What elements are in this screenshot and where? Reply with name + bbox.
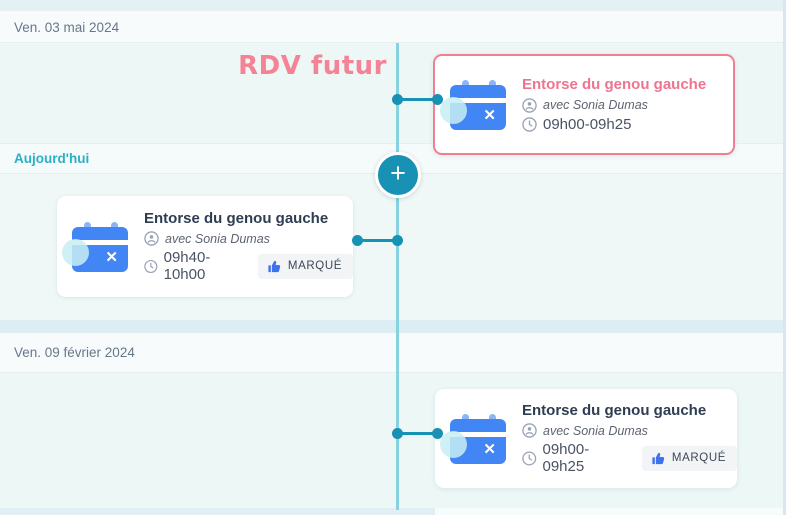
practitioner-text: avec Sonia Dumas (543, 98, 648, 113)
timeline-axis (396, 43, 399, 510)
doctor-icon (522, 98, 537, 113)
doctor-icon (522, 423, 537, 439)
thumbs-up-icon (652, 452, 665, 464)
future-rdv-banner: RDV futur (238, 51, 387, 81)
connector-line (398, 98, 438, 101)
doctor-icon (144, 231, 159, 247)
appointment-title: Entorse du genou gauche (522, 76, 707, 94)
calendar-bubble (440, 430, 467, 458)
appointment-time: 09h00-09h25 (542, 441, 590, 476)
marked-badge[interactable]: MARQUÉ (641, 445, 737, 471)
cancel-x-glyph: ✕ (483, 440, 496, 458)
practitioner-text: avec Sonia Dumas (543, 423, 648, 438)
cancel-x-glyph: ✕ (483, 106, 496, 124)
timeline-dot (352, 235, 363, 246)
connector-line (398, 432, 438, 435)
today-label: Aujourd'hui (14, 151, 90, 166)
section-gap (0, 320, 786, 333)
appointment-time: 09h00-09h25 (543, 115, 632, 133)
add-appointment-button[interactable]: + (375, 152, 421, 198)
top-strip (0, 0, 786, 10)
scrollbar[interactable] (783, 0, 786, 515)
appointment-time: 09h40-10h00 (163, 249, 211, 284)
appointment-card-past[interactable]: ✕ Entorse du genou gauche avec Sonia Dum… (435, 389, 737, 488)
date-group-header: Ven. 03 mai 2024 (0, 10, 786, 43)
appointment-card-today[interactable]: ✕ Entorse du genou gauche avec Sonia Dum… (57, 196, 353, 297)
thumbs-up-icon (268, 260, 281, 272)
clock-icon (144, 259, 158, 273)
calendar-cancel-icon: ✕ (440, 413, 506, 464)
marked-badge[interactable]: MARQUÉ (257, 253, 353, 279)
appointment-title: Entorse du genou gauche (144, 209, 329, 227)
plus-icon: + (390, 158, 406, 188)
connector-line (358, 239, 398, 242)
clock-icon (522, 117, 537, 132)
timeline-dot (392, 428, 403, 439)
timeline-dot (432, 428, 443, 439)
calendar-bubble (62, 238, 89, 266)
marked-badge-label: MARQUÉ (671, 452, 726, 465)
calendar-cancel-icon: ✕ (62, 221, 128, 272)
appointment-title: Entorse du genou gauche (522, 401, 707, 419)
timeline-dot (432, 94, 443, 105)
clock-icon (522, 451, 537, 466)
date-group-header: Ven. 09 février 2024 (0, 333, 786, 373)
date-header-label: Ven. 03 mai 2024 (14, 20, 120, 35)
appointment-card-future[interactable]: ✕ Entorse du genou gauche avec Sonia Dum… (433, 54, 735, 155)
cancel-x-glyph: ✕ (105, 248, 118, 266)
next-section-peek (435, 508, 786, 515)
bottom-strip (0, 508, 786, 515)
calendar-cancel-icon: ✕ (440, 79, 506, 130)
timeline-dot (392, 235, 403, 246)
timeline-dot (392, 94, 403, 105)
marked-badge-label: MARQUÉ (287, 260, 342, 273)
date-header-label: Ven. 09 février 2024 (14, 345, 135, 360)
practitioner-text: avec Sonia Dumas (165, 231, 270, 246)
calendar-bubble (440, 96, 467, 124)
